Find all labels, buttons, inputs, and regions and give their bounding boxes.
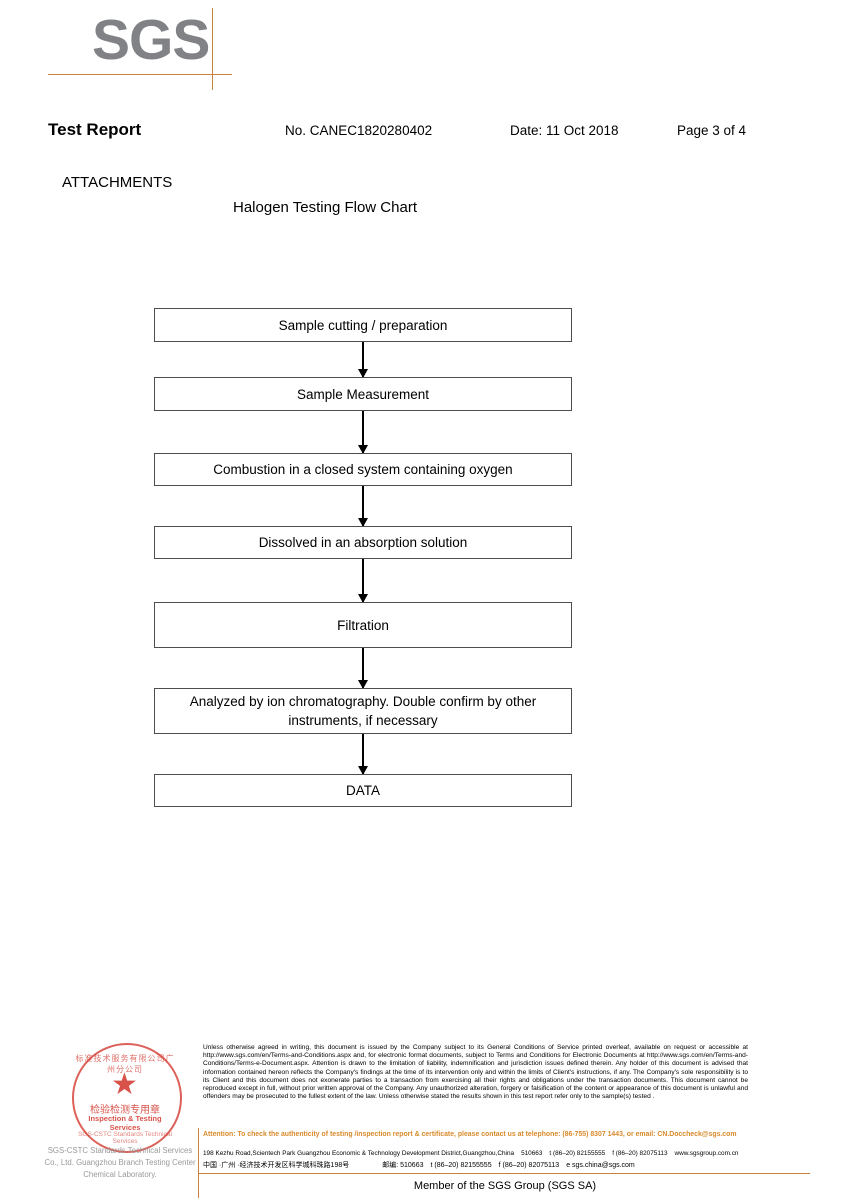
seal-chinese-text: 检验检测专用章	[90, 1105, 160, 1116]
website-en: www.sgsgroup.com.cn	[674, 1150, 739, 1157]
logo-vertical-rule	[212, 8, 213, 90]
footer-attention-notice: Attention: To check the authenticity of …	[203, 1131, 737, 1138]
flow-step-label: Sample cutting / preparation	[278, 317, 448, 333]
flow-step-dissolved: Dissolved in an absorption solution	[154, 526, 572, 559]
flow-step-data: DATA	[154, 774, 572, 807]
laboratory-name: SGS-CSTC Standards Technical Services Co…	[44, 1146, 196, 1179]
postcode-cn: 邮编: 510663	[382, 1162, 424, 1169]
star-icon: ★	[111, 1068, 138, 1101]
email-cn: e sgs.china@sgs.com	[566, 1162, 635, 1169]
address-line-en: 198 Kezhu Road,Scientech Park Guangzhou …	[203, 1150, 515, 1157]
inspection-seal-stamp: 标准技术服务有限公司广州分公司 ★ 检验检测专用章 Inspection & T…	[72, 1043, 182, 1153]
page-title: Test Report	[48, 120, 142, 139]
telephone-cn: t (86–20) 82155555	[430, 1162, 492, 1169]
flow-step-label: DATA	[345, 783, 380, 798]
seal-company-arc-text: 标准技术服务有限公司广州分公司	[75, 1054, 175, 1074]
seal-outer-circle	[72, 1043, 182, 1153]
flowchart-title: Halogen Testing Flow Chart	[233, 199, 417, 216]
report-number: No. CANEC1820280402	[285, 123, 433, 138]
member-text: Member of the SGS Group (SGS SA)	[413, 1180, 597, 1192]
fax-cn: f (86–20) 82075113	[498, 1162, 560, 1169]
fax-en: f (86–20) 82075113	[612, 1150, 668, 1157]
logo-horizontal-rule	[48, 74, 232, 75]
sgs-logo-text: SGS	[92, 8, 210, 72]
flow-arrow-2	[358, 411, 368, 454]
footer-vertical-divider	[198, 1128, 199, 1198]
flow-arrow-4	[358, 559, 368, 603]
address-line-cn: 中国 ·广州 ·经济技术开发区科学城科珠路198号	[203, 1162, 350, 1169]
flow-step-label: Dissolved in an absorption solution	[258, 535, 468, 550]
attachments-heading: ATTACHMENTS	[62, 174, 173, 191]
flow-step-ion-chromatography: Analyzed by ion chromatography. Double c…	[154, 688, 572, 734]
flow-step-combustion: Combustion in a closed system containing…	[154, 453, 572, 486]
flow-step-label: Sample Measurement	[296, 386, 430, 402]
flow-step-filtration: Filtration	[154, 602, 572, 648]
footer-address-en: 198 Kezhu Road,Scientech Park Guangzhou …	[203, 1149, 813, 1158]
flow-step-label: Combustion in a closed system containing…	[213, 462, 513, 477]
flow-arrow-6	[358, 734, 368, 775]
footer-disclaimer: Unless otherwise agreed in writing, this…	[203, 1044, 748, 1101]
flow-arrow-5	[358, 648, 368, 689]
flow-step-sample-cutting: Sample cutting / preparation	[154, 308, 572, 342]
flow-step-label: Analyzed by ion chromatography. Double c…	[189, 694, 537, 728]
sgs-logo: SGS	[48, 8, 248, 90]
report-date: Date: 11 Oct 2018	[510, 123, 619, 138]
telephone-en: t (86–20) 82155555	[549, 1150, 606, 1157]
flow-arrow-1	[358, 342, 368, 378]
page-number: Page 3 of 4	[677, 123, 747, 138]
flow-step-label: Filtration	[337, 618, 389, 633]
report-header: Test Report No. CANEC1820280402 Date: 11…	[48, 120, 808, 146]
seal-english-text: Inspection & Testing Services	[88, 1114, 162, 1132]
footer-horizontal-divider	[198, 1173, 810, 1174]
seal-bottom-arc-text: SGS-CSTC Standards Technical Services	[78, 1131, 172, 1145]
flow-step-sample-measurement: Sample Measurement	[154, 377, 572, 411]
postcode-en: 510663	[521, 1150, 543, 1157]
footer-address-cn: 中国 ·广州 ·经济技术开发区科学城科珠路198号 邮编: 510663 t (86…	[203, 1161, 813, 1170]
member-line: Member of the SGS Group (SGS SA)	[0, 1180, 850, 1192]
flow-arrow-3	[358, 486, 368, 527]
